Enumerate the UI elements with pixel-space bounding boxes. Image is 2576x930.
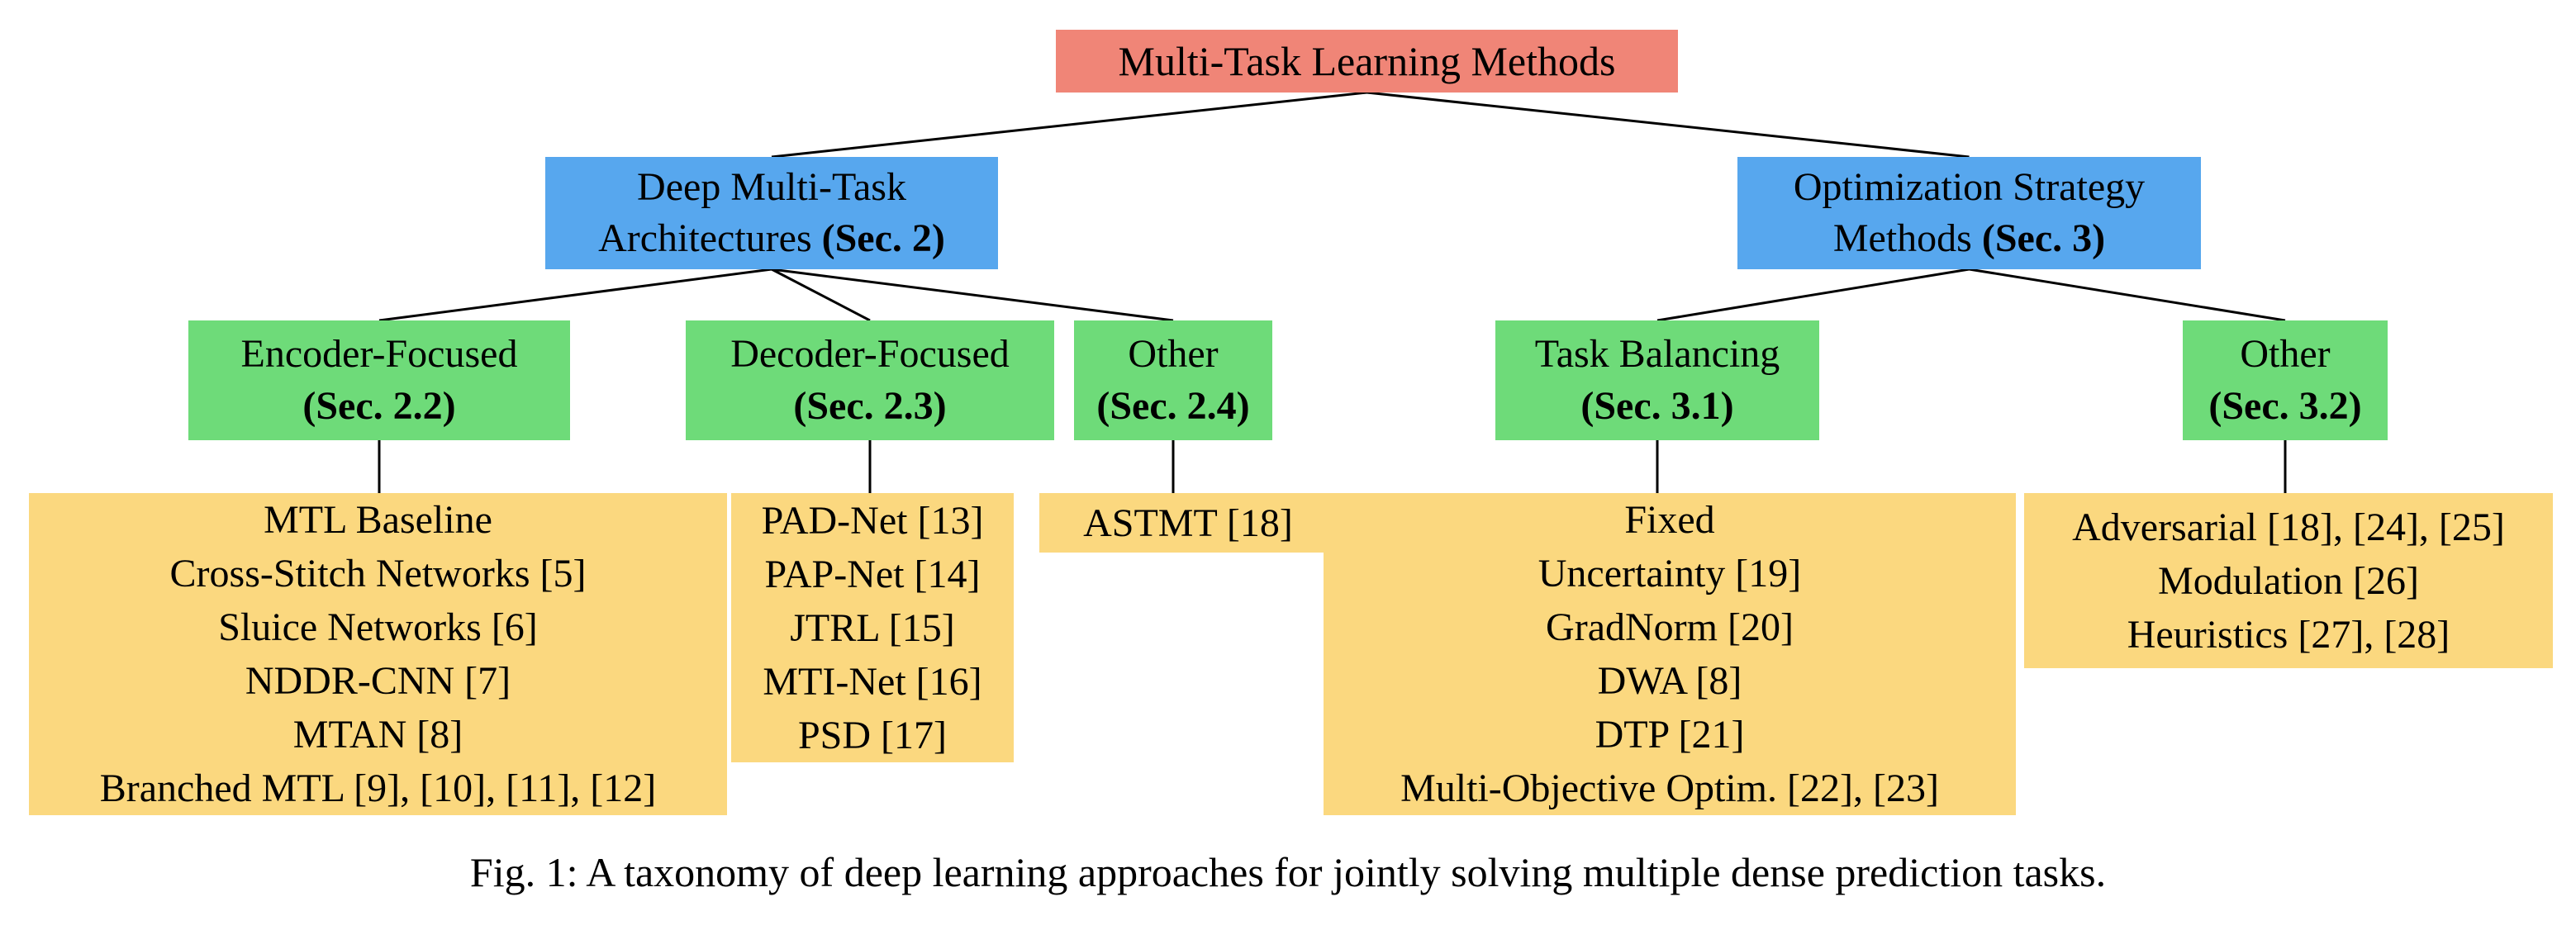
- node-other-architectures: Other (Sec. 2.4): [1074, 320, 1272, 440]
- node-label-text: Methods: [1832, 216, 1972, 260]
- node-label-line2: Methods (Sec. 3): [1833, 213, 2105, 264]
- leaf-decoder-methods: PAD-Net [13] PAP-Net [14] JTRL [15] MTI-Net…: [731, 493, 1014, 762]
- node-task-balancing: Task Balancing (Sec. 3.1): [1495, 320, 1819, 440]
- node-label: Multi-Task Learning Methods: [1118, 37, 1616, 84]
- leaf-item: JTRL [15]: [790, 605, 955, 650]
- leaf-other-architecture-methods: ASTMT [18]: [1039, 493, 1337, 553]
- node-decoder-focused: Decoder-Focused (Sec. 2.3): [686, 320, 1054, 440]
- node-section-ref: (Sec. 3): [1981, 216, 2106, 260]
- node-label: Encoder-Focused: [240, 332, 518, 377]
- node-other-optimization: Other (Sec. 3.2): [2183, 320, 2388, 440]
- leaf-item: MTI-Net [16]: [763, 659, 982, 704]
- leaf-item: Multi-Objective Optim. [22], [23]: [1400, 766, 1939, 810]
- leaf-item: Sluice Networks [6]: [218, 605, 538, 649]
- leaf-item: MTL Baseline: [264, 498, 492, 542]
- node-label-line2: Architectures (Sec. 2): [598, 213, 945, 264]
- leaf-item: NDDR-CNN [7]: [245, 659, 511, 703]
- node-label: Decoder-Focused: [730, 332, 1010, 377]
- leaf-item: Adversarial [18], [24], [25]: [2072, 505, 2505, 549]
- leaf-other-optimization-methods: Adversarial [18], [24], [25] Modulation […: [2024, 493, 2553, 668]
- leaf-item: PAD-Net [13]: [761, 498, 984, 543]
- node-label: Task Balancing: [1534, 332, 1780, 377]
- node-section-ref: (Sec. 2.4): [1096, 383, 1250, 428]
- node-label: Other: [2240, 332, 2331, 377]
- leaf-item: Fixed: [1624, 498, 1715, 542]
- leaf-item: Modulation [26]: [2158, 558, 2419, 603]
- node-optimization-strategy-methods: Optimization Strategy Methods (Sec. 3): [1737, 157, 2201, 269]
- leaf-item: DTP [21]: [1595, 713, 1745, 757]
- node-section-ref: (Sec. 2): [821, 216, 945, 260]
- leaf-item: Heuristics [27], [28]: [2127, 612, 2450, 657]
- node-deep-multi-task-architectures: Deep Multi-Task Architectures (Sec. 2): [545, 157, 998, 269]
- node-label-line1: Deep Multi-Task: [637, 164, 906, 209]
- leaf-item: PAP-Net [14]: [764, 552, 981, 596]
- node-label-text: Architectures: [598, 216, 812, 260]
- leaf-item: GradNorm [20]: [1546, 605, 1794, 649]
- node-section-ref: (Sec. 3.2): [2208, 383, 2362, 428]
- figure-caption: Fig. 1: A taxonomy of deep learning appr…: [469, 849, 2107, 895]
- node-multi-task-learning-methods: Multi-Task Learning Methods: [1056, 30, 1678, 93]
- leaf-item: Branched MTL [9], [10], [11], [12]: [99, 766, 657, 810]
- leaf-item: ASTMT [18]: [1083, 501, 1293, 545]
- leaf-item: DWA [8]: [1597, 659, 1742, 703]
- leaf-item: Cross-Stitch Networks [5]: [169, 552, 587, 595]
- leaf-item: MTAN [8]: [292, 713, 463, 757]
- node-label-line1: Optimization Strategy: [1793, 164, 2146, 209]
- leaf-item: Uncertainty [19]: [1538, 552, 1802, 595]
- node-section-ref: (Sec. 3.1): [1580, 383, 1734, 428]
- node-encoder-focused: Encoder-Focused (Sec. 2.2): [188, 320, 570, 440]
- node-section-ref: (Sec. 2.3): [793, 383, 947, 428]
- node-section-ref: (Sec. 2.2): [302, 383, 456, 428]
- leaf-item: PSD [17]: [797, 713, 948, 757]
- node-label: Other: [1128, 332, 1219, 377]
